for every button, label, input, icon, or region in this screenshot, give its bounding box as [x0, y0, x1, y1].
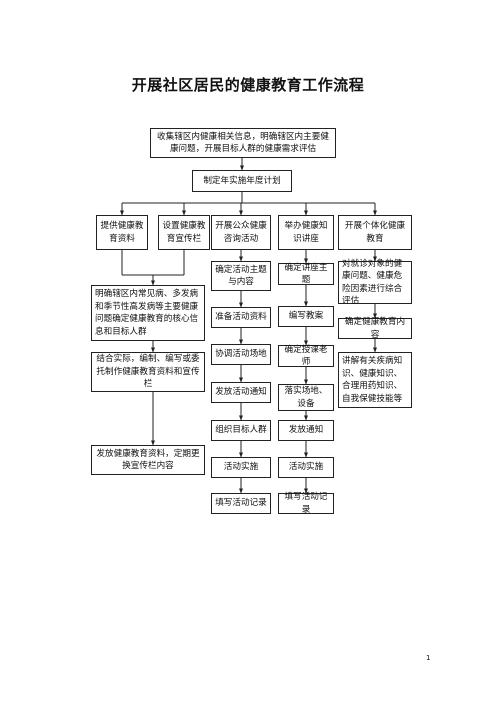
node-risk-assessment: 对就诊对象的健康问题、健康危险因素进行综合评估 [338, 259, 412, 306]
node-lecture-record: 填写活动记录 [278, 492, 334, 515]
node-organize-people: 组织目标人群 [211, 420, 271, 441]
node-health-lecture: 举办健康知识讲座 [278, 215, 334, 250]
node-lecture-run: 活动实施 [278, 457, 334, 478]
node-public-consultation: 开展公众健康咨询活动 [211, 215, 271, 250]
node-annual-plan: 制定年实施年度计划 [192, 170, 292, 192]
page-title: 开展社区居民的健康教育工作流程 [131, 76, 365, 94]
node-teacher: 确定授课老师 [278, 345, 334, 367]
node-coordinate-venue: 协调活动场地 [211, 344, 271, 365]
node-lesson-plan: 编写教案 [278, 306, 334, 327]
node-compile-materials: 结合实际，编制、编写或委托制作健康教育资料和宣传栏 [91, 352, 205, 392]
node-activity-record: 填写活动记录 [211, 493, 271, 514]
node-activity-run: 活动实施 [211, 457, 271, 478]
node-send-notice: 发放活动通知 [211, 382, 271, 403]
node-collect-info: 收集辖区内健康相关信息，明确辖区内主要健康问题，开展目标人群的健康需求评估 [150, 128, 336, 158]
node-knowledge-explanation: 讲解有关疾病知识、健康知识、合理用药知识、自我保健技能等 [338, 352, 412, 408]
node-activity-theme: 确定活动主题与内容 [211, 261, 271, 291]
node-venue-equipment: 落实场地、设备 [278, 384, 334, 411]
node-core-information: 明确辖区内常见病、多发病和季节性高发病等主要健康问题确定健康教育的核心信息和目标… [91, 285, 205, 341]
node-education-content: 确定健康教育内容 [338, 317, 412, 340]
page-number: 1 [426, 654, 431, 662]
node-prepare-materials: 准备活动资料 [211, 307, 271, 328]
node-lecture-topic: 确定讲座主题 [278, 263, 334, 285]
node-bulletin-board: 设置健康教育宣传栏 [158, 215, 210, 250]
node-distribute-materials: 发放健康教育资料，定期更换宣传栏内容 [91, 445, 205, 475]
node-individual-education: 开展个体化健康教育 [338, 215, 412, 250]
node-lecture-notice: 发放通知 [278, 420, 334, 441]
node-provide-materials: 提供健康教育资料 [96, 215, 148, 250]
